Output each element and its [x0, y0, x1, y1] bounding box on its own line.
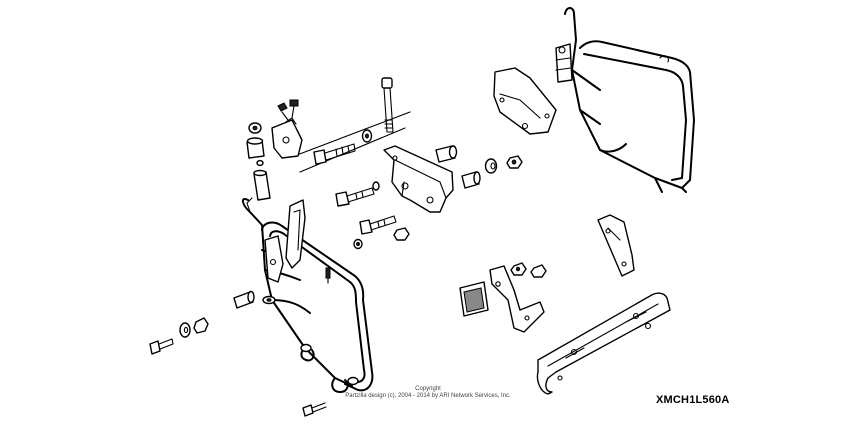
copyright-line-1: Copyright	[415, 386, 441, 392]
bolt-upper[interactable]	[313, 129, 373, 165]
cable-lines	[296, 111, 411, 173]
copyright-line-2: Partzilla design (c), 2004 - 2014 by ARI…	[345, 393, 511, 399]
reflector[interactable]	[459, 281, 489, 317]
washer-left-bottom[interactable]	[262, 295, 276, 305]
bolt-lower[interactable]	[353, 215, 410, 250]
left-side-frame[interactable]	[242, 197, 374, 393]
collar-upper[interactable]	[435, 145, 458, 163]
upright-stay[interactable]	[597, 214, 635, 277]
latch-assembly[interactable]	[271, 99, 303, 159]
copyright-notice: Copyright Partzilla design (c), 2004 - 2…	[318, 386, 538, 400]
collar-left-bottom[interactable]	[233, 290, 255, 309]
bolt-middle[interactable]	[335, 181, 380, 207]
long-bolt-vertical[interactable]	[381, 77, 394, 133]
nut-center[interactable]	[506, 155, 523, 169]
reflector-bracket[interactable]	[489, 262, 547, 333]
lower-crossbar[interactable]	[536, 292, 671, 395]
washer-center[interactable]	[484, 158, 498, 174]
bolt-left-bottom[interactable]	[149, 317, 209, 355]
spacer-stack-left[interactable]	[246, 122, 271, 201]
diagram-part-code: XMCH1L560A	[656, 394, 730, 406]
right-side-frame[interactable]	[555, 7, 695, 193]
bolt-bottom-small[interactable]	[302, 402, 327, 417]
collar-lower[interactable]	[461, 171, 481, 189]
upper-right-plate[interactable]	[493, 67, 557, 135]
center-mount-bracket[interactable]	[383, 145, 454, 213]
